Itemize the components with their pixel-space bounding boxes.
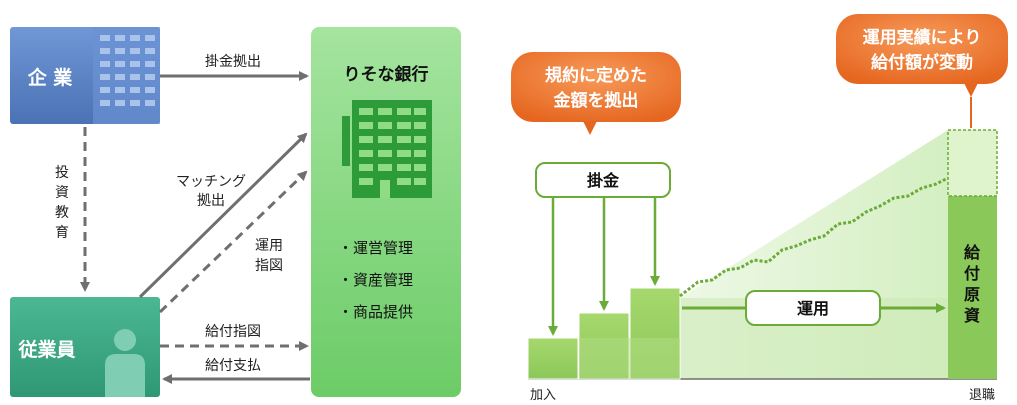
matching-label-line-2: 拠出 <box>197 193 225 209</box>
education-label-char-1: 投 <box>55 165 69 181</box>
bank-building-icon <box>342 100 432 198</box>
contribution-label: 掛金 <box>587 171 620 190</box>
contribution-arrow-label: 掛金拠出 <box>205 54 261 70</box>
bank-item-management: ・運営管理 <box>338 239 413 257</box>
matching-label-line-1: マッチング <box>176 174 246 190</box>
education-label-char-4: 育 <box>55 225 69 241</box>
performance-line-1: 運用実績により <box>863 27 982 48</box>
axis-start-label: 加入 <box>530 388 556 403</box>
employee-label: 従業員 <box>17 338 75 361</box>
contribution-rule-bubble: 規約に定めた 金額を拠出 <box>511 52 681 135</box>
investment-label-box <box>745 290 881 326</box>
instruction-label-line-1: 運用 <box>255 238 283 254</box>
investment-label: 運用 <box>797 299 829 318</box>
investment-instruction-arrow <box>158 170 308 314</box>
step-fill-lower <box>579 338 680 379</box>
education-label-char-3: 教 <box>55 205 69 221</box>
performance-line-2: 給付額が変動 <box>871 52 973 73</box>
investment-performance-line <box>679 176 949 298</box>
bank-box: りそな銀行 ・運営管理 ・資産管理 ・商品提供 <box>311 27 461 397</box>
benefit-variable-box <box>947 129 998 197</box>
benefit-resource-char-4: 資 <box>964 306 980 325</box>
bank-name: りそな銀行 <box>344 64 429 85</box>
contribution-rule-line-2: 金額を拠出 <box>553 90 639 111</box>
benefit-instruction-label: 給付指図 <box>205 324 261 340</box>
benefit-resource-char-3: 原 <box>964 285 980 304</box>
benefit-resource-bar <box>948 196 997 379</box>
contribution-rule-line-1: 規約に定めた <box>545 65 647 86</box>
contribution-step-1 <box>527 337 579 380</box>
bank-item-assets: ・資産管理 <box>338 271 413 289</box>
performance-bubble: 運用実績により 給付額が変動 <box>836 14 1008 97</box>
office-building-icon <box>93 27 160 124</box>
benefit-resource-char-2: 付 <box>964 264 980 283</box>
axis-end-label: 退職 <box>969 388 995 403</box>
employee-box: 従業員 <box>10 297 160 397</box>
benefit-payment-label: 給付支払 <box>205 358 261 374</box>
person-icon <box>105 329 145 397</box>
education-label-char-2: 資 <box>55 185 69 201</box>
company-label: 企 業 <box>27 66 74 89</box>
bank-item-products: ・商品提供 <box>338 303 413 321</box>
matching-contribution-arrow <box>138 132 308 299</box>
company-box: 企 業 <box>10 27 160 124</box>
instruction-label-line-2: 指図 <box>255 258 283 274</box>
benefit-resource-char-1: 給 <box>964 243 981 262</box>
